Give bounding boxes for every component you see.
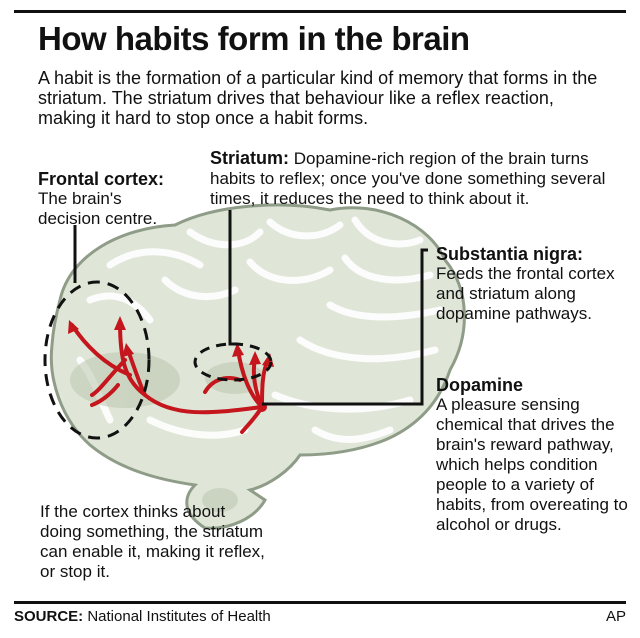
striatum-leader xyxy=(228,210,238,346)
leader-lines xyxy=(73,210,428,406)
footer: SOURCE: National Institutes of Health AP xyxy=(14,608,626,625)
frontal-cortex-heading: Frontal cortex: xyxy=(38,169,165,189)
cortex-note: If the cortex thinks about doing somethi… xyxy=(40,502,265,581)
top-rule xyxy=(14,10,626,13)
dopamine-heading: Dopamine xyxy=(436,375,524,395)
substantia-nigra-leader xyxy=(262,248,428,406)
striatum-text: Dopamine-rich region of the brain turns … xyxy=(210,149,606,208)
pathway-branch-2 xyxy=(90,358,127,397)
striatum-highlight xyxy=(193,342,273,382)
substantia-nigra-text: Feeds the frontal cortex and striatum al… xyxy=(436,264,615,323)
substantia-nigra-label: Substantia nigra: Feeds the frontal cort… xyxy=(436,244,616,324)
page-title: How habits form in the brain xyxy=(38,20,470,57)
frontal-cortex-text: The brain's decision centre. xyxy=(38,189,158,228)
brain-outline xyxy=(49,203,466,530)
credit-line: AP xyxy=(605,608,626,625)
bottom-rule xyxy=(14,601,626,604)
frontal-cortex-highlight xyxy=(43,280,151,440)
intro-text: A habit is the formation of a particular… xyxy=(38,68,598,128)
substantia-nigra-heading: Substantia nigra: xyxy=(436,244,584,264)
dopamine-label: Dopamine A pleasure sensing chemical tha… xyxy=(436,375,632,535)
pathway-branch-1 xyxy=(70,323,132,377)
source-value: National Institutes of Health xyxy=(87,608,271,625)
source-key: SOURCE: xyxy=(14,608,84,625)
frontal-cortex-label: Frontal cortex: The brain's decision cen… xyxy=(38,169,188,229)
pathway-branch-4 xyxy=(90,383,120,407)
dopamine-text: A pleasure sensing chemical that drives … xyxy=(436,395,628,534)
striatum-heading: Striatum: xyxy=(210,148,290,168)
striatum-label: Striatum: Dopamine-rich region of the br… xyxy=(210,148,620,209)
